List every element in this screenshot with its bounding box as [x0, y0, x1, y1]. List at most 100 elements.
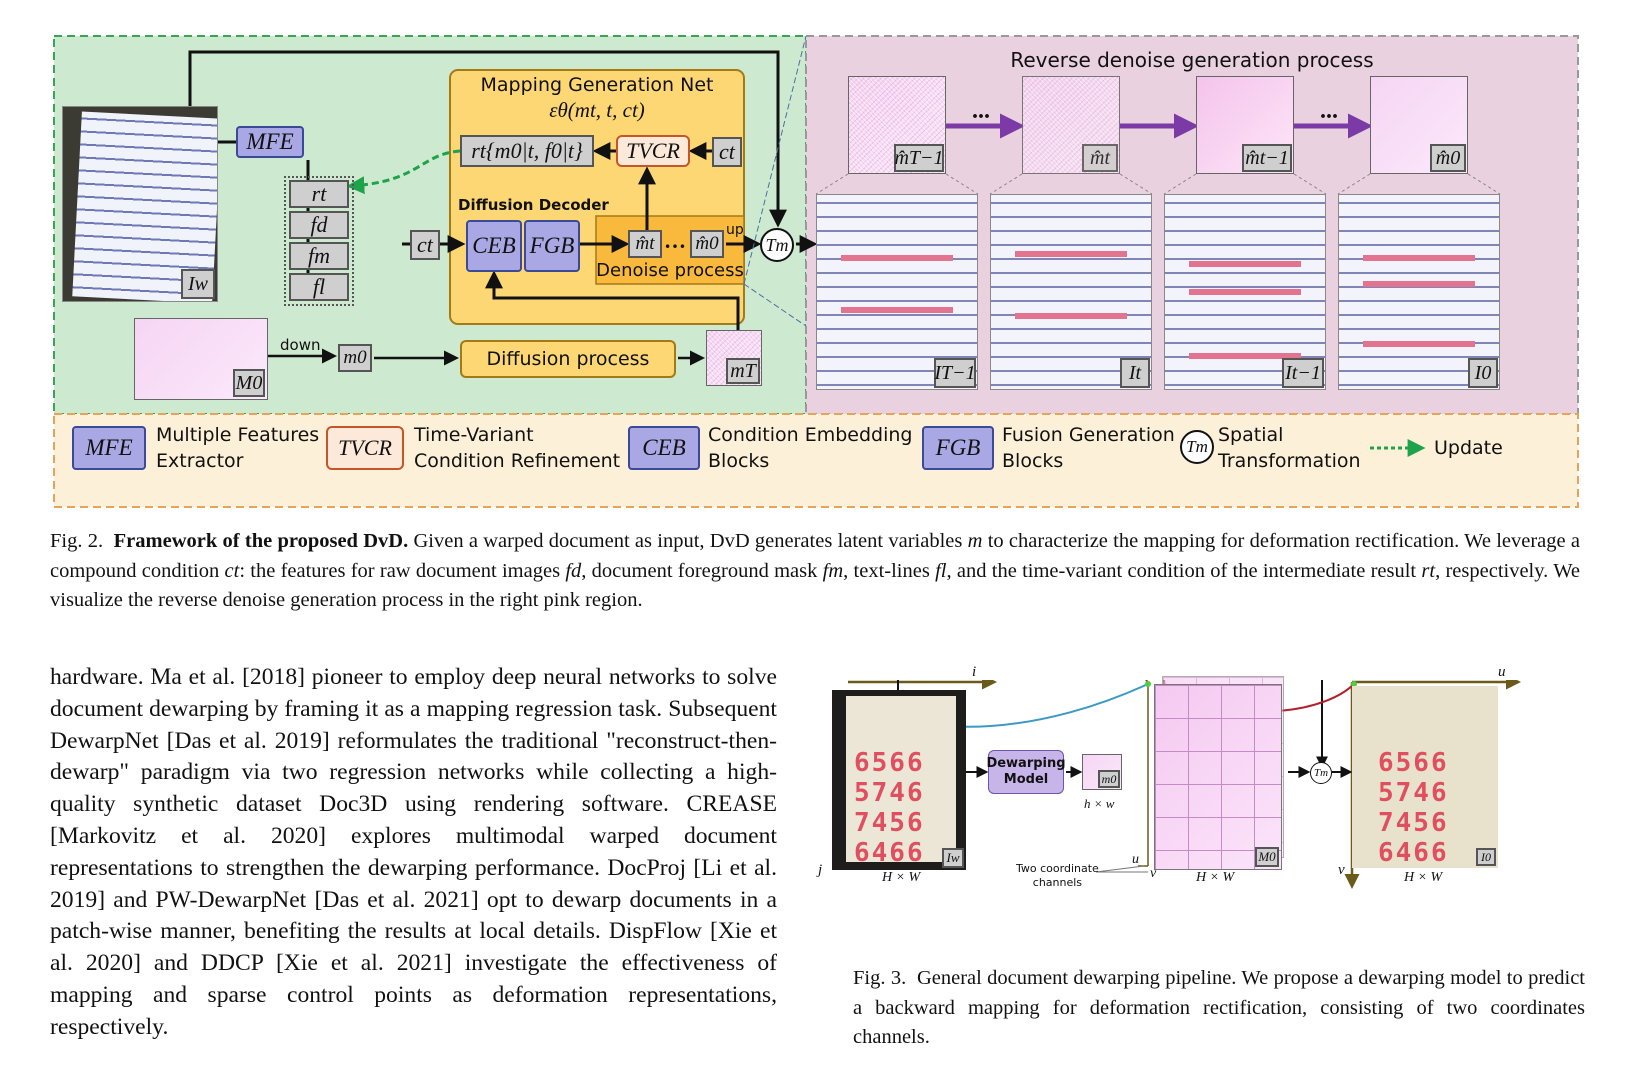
- rect-digits-2: 5746: [1378, 778, 1449, 808]
- caption2-text-f: , and the time-variant condition of the …: [946, 559, 1417, 582]
- warped-digits-3: 7456: [854, 808, 925, 838]
- caption2-var-fd: fd: [565, 559, 582, 582]
- decoder-ellipsis: …: [664, 228, 686, 253]
- reverse-doc-3: It−1: [1164, 194, 1326, 390]
- caption2-var-rt: rt: [1421, 559, 1436, 582]
- ceb-block: CEB: [466, 220, 522, 272]
- fig3-iw-label: Iw: [942, 848, 964, 868]
- size-a: H × W: [882, 870, 921, 885]
- axis-u: u: [1132, 852, 1139, 867]
- caption3-text: General document dewarping pipeline. We …: [853, 967, 1585, 1048]
- feature-stack: rt fd fm fl: [284, 176, 354, 306]
- caption2-text-g: , respectively. We visualize the reverse…: [50, 559, 1580, 612]
- denoise-label: Denoise process: [596, 260, 744, 281]
- legend-update-text: Update: [1434, 437, 1503, 459]
- hw-label: h × w: [1084, 796, 1115, 811]
- size-c: H × W: [1404, 870, 1443, 885]
- caption2-bold: Framework of the proposed DvD.: [113, 530, 409, 552]
- up-label: up: [726, 222, 744, 238]
- body-paragraph: hardware. Ma et al. [2018] pioneer to em…: [50, 662, 777, 1044]
- reverse-map-2: m̂t: [1022, 76, 1120, 174]
- caption2-var-fm: fm: [822, 559, 844, 582]
- reverse-map-2-label: m̂t: [1082, 144, 1118, 172]
- m-hat-t: m̂t: [628, 230, 662, 258]
- legend-mfe-badge: MFE: [72, 426, 146, 470]
- rt-state-box: rt{m0|t, f0|t}: [460, 135, 594, 167]
- legend-fgb-badge: FGB: [922, 426, 994, 470]
- fgb-block: FGB: [524, 220, 580, 272]
- caption2-text-d: , document foreground mask: [581, 559, 818, 582]
- reverse-title: Reverse denoise generation process: [1010, 48, 1374, 72]
- down-label: down: [280, 336, 321, 354]
- reverse-map-4-label: m̂0: [1430, 144, 1466, 172]
- feature-fd: fd: [289, 211, 349, 239]
- dewarping-model-block: Dewarping Model: [986, 750, 1066, 794]
- figure-2: Iw MFE rt fd fm fl ct Mapping Generation…: [50, 34, 1580, 509]
- ct-input: ct: [712, 137, 742, 167]
- reverse-map-1-label: m̂T−1: [894, 144, 944, 172]
- mfe-block: MFE: [236, 126, 304, 158]
- warped-digits-2: 5746: [854, 778, 925, 808]
- reverse-doc-2-label: It: [1120, 358, 1150, 388]
- reverse-doc-3-label: It−1: [1282, 358, 1324, 388]
- feature-rt: rt: [289, 180, 349, 208]
- axis-i: i: [972, 664, 977, 680]
- decoder-title: Diffusion Decoder: [458, 196, 609, 214]
- legend-tvcr-text: Time-Variant Condition Refinement: [414, 424, 621, 472]
- caption3-prefix: Fig. 3.: [853, 967, 907, 989]
- caption2-var-fl: fl: [935, 559, 947, 582]
- reverse-ellipsis-1: ...: [972, 98, 990, 124]
- figure-3-caption: Fig. 3. General document dewarping pipel…: [853, 964, 1585, 1053]
- figure-2-caption: Fig. 2. Framework of the proposed DvD. G…: [50, 527, 1580, 616]
- coord-note: Two coordinate channels: [1016, 862, 1099, 889]
- fig3-tm-operator: Tm: [1310, 762, 1332, 784]
- legend-tvcr-badge: TVCR: [326, 426, 404, 470]
- fig3-i0-label: I0: [1476, 848, 1496, 866]
- caption2-var-ct: ct: [224, 559, 240, 582]
- reverse-ellipsis-2: ...: [1320, 98, 1338, 124]
- caption2-text-c: : the features for raw document images: [239, 559, 561, 582]
- legend-tm-badge: Tm: [1180, 430, 1214, 464]
- reverse-map-3: m̂t−1: [1196, 76, 1294, 174]
- caption2-prefix: Fig. 2.: [50, 530, 104, 552]
- caption2-var-m: m: [967, 530, 983, 552]
- warped-photo: 6566 5746 7456 6466 Iw: [832, 690, 966, 870]
- axis-u2: u: [1498, 664, 1506, 680]
- legend-mfe-text: Multiple Features Extractor: [156, 424, 320, 472]
- rect-digits-1: 6566: [1378, 748, 1449, 778]
- figure-3: 6566 5746 7456 6466 Iw i j H × W Dewarpi…: [818, 664, 1568, 930]
- m-hat-0: m̂0: [690, 230, 724, 258]
- legend-fgb-text: Fusion Generation Blocks: [1002, 424, 1175, 472]
- iw-label: Iw: [181, 269, 215, 299]
- reverse-doc-2: It: [990, 194, 1152, 390]
- caption2-text-e: , text-lines: [843, 559, 930, 582]
- size-b: H × W: [1196, 870, 1235, 885]
- legend-tm-text: Spatial Transformation: [1218, 424, 1361, 472]
- tvcr-block: TVCR: [616, 135, 690, 167]
- reverse-doc-4-label: I0: [1468, 358, 1498, 388]
- axis-v2: v: [1338, 862, 1345, 878]
- feature-fl: fl: [289, 273, 349, 301]
- reverse-doc-4: I0: [1338, 194, 1500, 390]
- axis-v: v: [1150, 866, 1157, 881]
- caption2-text-b: to characterize the mapping for deformat…: [50, 530, 1580, 582]
- mT-label: mT: [726, 358, 760, 384]
- legend-ceb-badge: CEB: [628, 426, 700, 470]
- fig3-m0-label: m0: [1098, 770, 1120, 788]
- ct-condition: ct: [410, 230, 440, 260]
- rect-digits-4: 6466: [1378, 838, 1449, 868]
- warped-document-image: Iw: [62, 106, 218, 302]
- m0-latent: m0: [338, 344, 372, 372]
- legend-ceb-text: Condition Embedding Blocks: [708, 424, 913, 472]
- m0-image: M0: [134, 318, 268, 400]
- reverse-map-1: m̂T−1: [848, 76, 946, 174]
- m0-image-label: M0: [233, 369, 265, 397]
- warped-digits-1: 6566: [854, 748, 925, 778]
- mapping-net-title: Mapping Generation Net: [480, 74, 714, 96]
- coordinate-grid: M0: [1154, 684, 1282, 870]
- fig3-M0-label: M0: [1255, 847, 1279, 867]
- axis-j: j: [818, 862, 823, 878]
- m0-small: m0: [1082, 754, 1122, 790]
- tm-operator: Tm: [760, 228, 794, 262]
- mapping-net-formula: εθ(mt, t, ct): [549, 98, 645, 122]
